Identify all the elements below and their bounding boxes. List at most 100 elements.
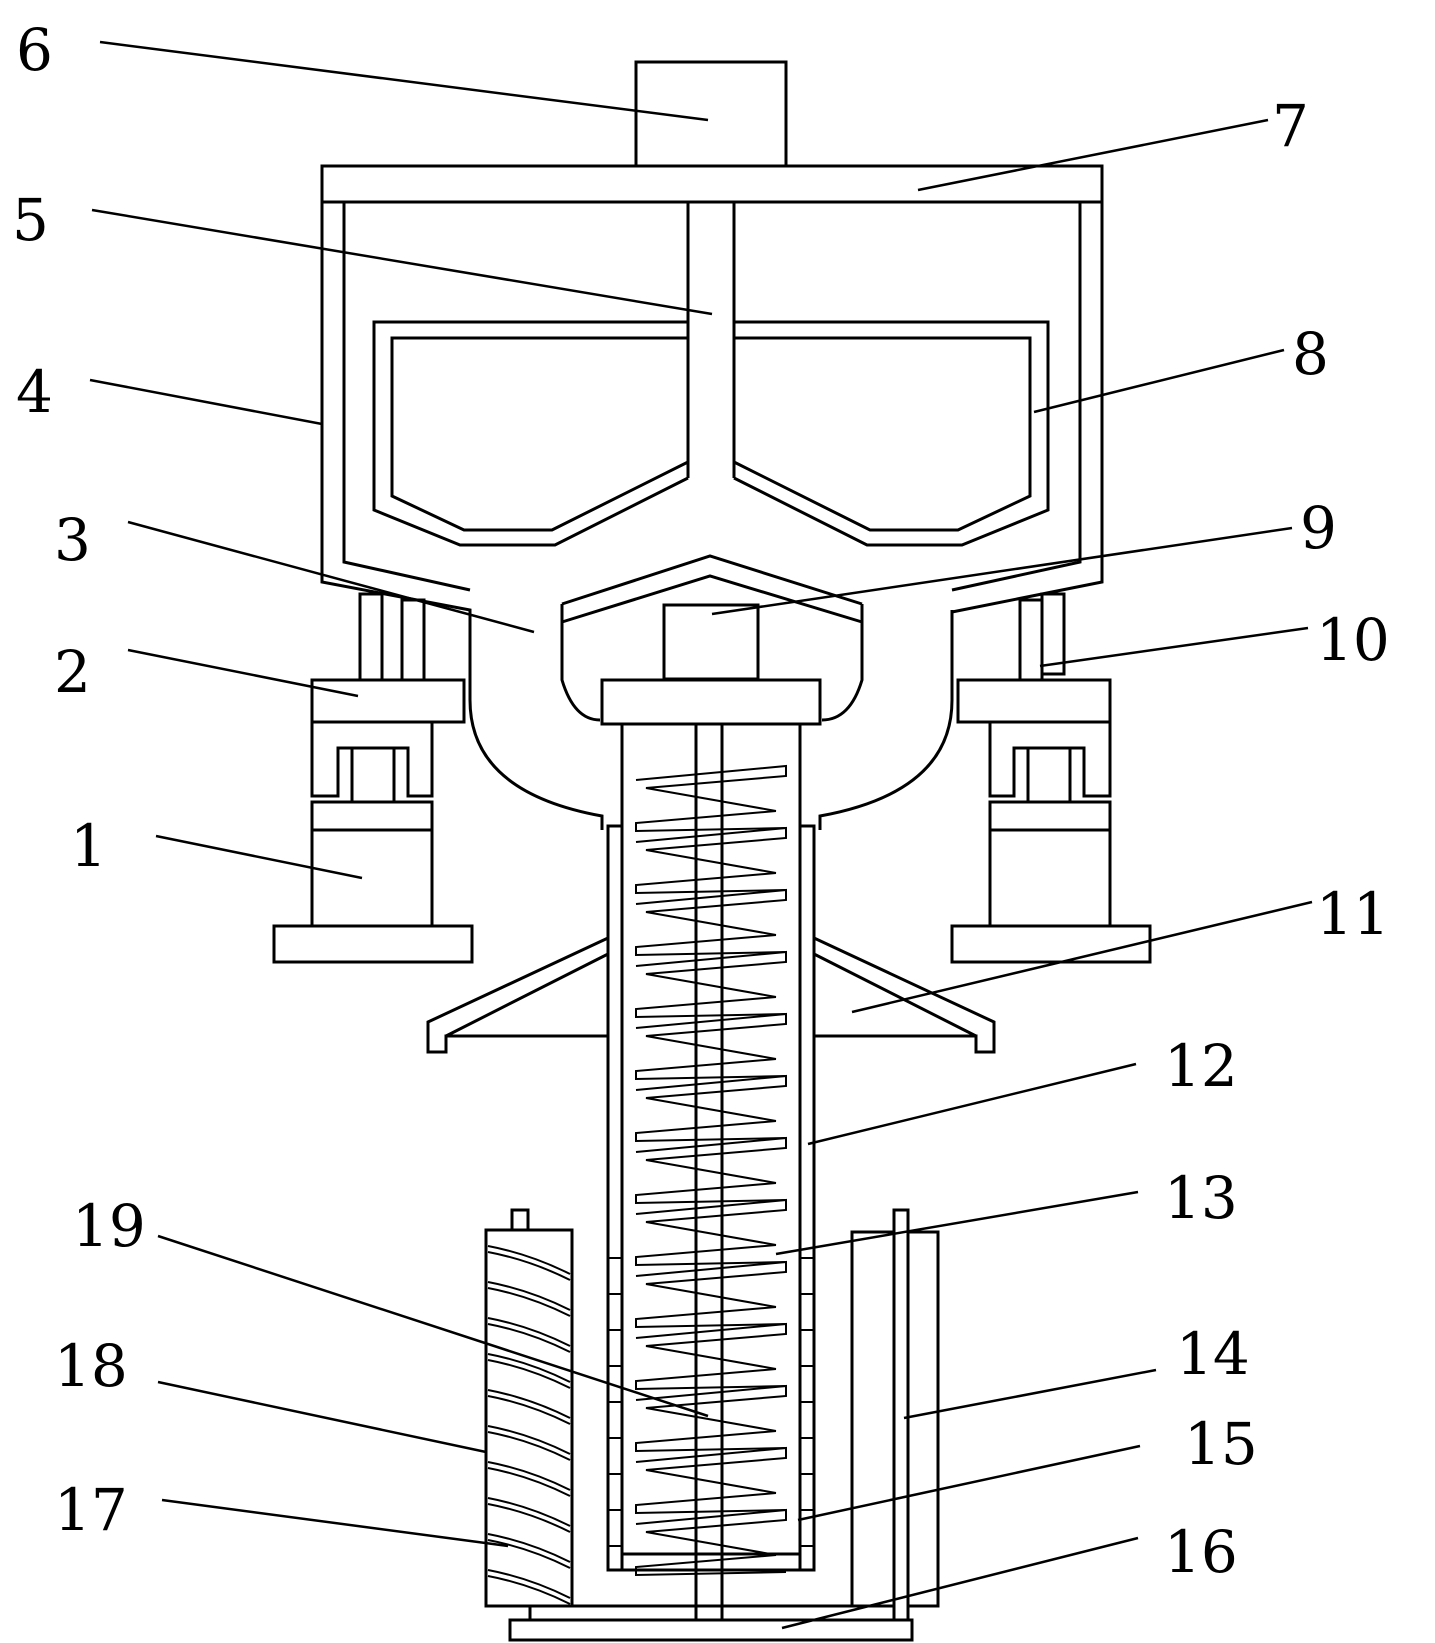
label-2: 2 — [54, 638, 91, 706]
brush-bristle — [487, 1323, 571, 1353]
screw-flight — [635, 1446, 787, 1494]
paddle-left-inner — [390, 336, 689, 532]
tube-wall-right — [798, 824, 816, 1572]
brush-bristle — [487, 1281, 571, 1311]
hopper-outer-wall — [320, 202, 1104, 614]
base-column-left — [310, 800, 434, 928]
brush-bristle — [487, 1245, 571, 1275]
screw-flight — [635, 1136, 787, 1184]
leader-11 — [851, 900, 1313, 1014]
screw-flight — [635, 764, 787, 812]
leader-15 — [797, 1444, 1141, 1522]
clamp-right-block — [1026, 746, 1072, 804]
brush-bristle — [487, 1287, 571, 1317]
label-17: 17 — [54, 1476, 128, 1544]
screw-flight — [635, 934, 787, 957]
support-plate-right — [956, 678, 1112, 724]
leader-4 — [89, 378, 323, 426]
screw-flight — [635, 1322, 787, 1370]
leader-9 — [711, 526, 1293, 616]
label-19: 19 — [72, 1192, 146, 1260]
brush-bristle — [487, 1359, 571, 1389]
brush-bristle — [487, 1461, 571, 1491]
brush-roller-axle — [510, 1208, 530, 1232]
top-cover — [320, 164, 1104, 204]
screw-flight — [635, 1554, 787, 1577]
label-14: 14 — [1176, 1320, 1250, 1388]
screw-flight — [635, 1430, 787, 1453]
label-11: 11 — [1316, 880, 1390, 948]
deflector-left-inner — [445, 952, 609, 1038]
label-5: 5 — [12, 186, 49, 254]
leader-3 — [127, 520, 535, 634]
brush-bristle — [487, 1497, 571, 1527]
tube-wall-left — [606, 824, 624, 1572]
label-4: 4 — [16, 358, 53, 426]
leader-13 — [775, 1190, 1139, 1256]
leader-14 — [903, 1368, 1157, 1420]
paddle-left-outer — [372, 320, 689, 547]
brush-bristle — [487, 1425, 571, 1455]
label-13: 13 — [1164, 1164, 1238, 1232]
screw-flight — [635, 872, 787, 895]
screw-flight — [635, 888, 787, 936]
brush-bristle — [487, 1539, 571, 1569]
paddle-right-outer — [733, 320, 1050, 547]
screw-flight — [635, 1058, 787, 1081]
brush-bristle — [487, 1575, 571, 1605]
hopper-inner-wall — [342, 202, 1082, 592]
screw-flight — [635, 950, 787, 998]
label-12: 12 — [1164, 1032, 1238, 1100]
scraper-rod — [892, 1208, 910, 1622]
brush-bristle — [487, 1503, 571, 1533]
label-9: 9 — [1300, 494, 1337, 562]
deflector-right-inner — [813, 952, 977, 1038]
brush-bristle — [487, 1353, 571, 1383]
label-1: 1 — [70, 812, 107, 880]
discharge-pipe-outer — [468, 610, 954, 830]
screw-flight — [635, 1508, 787, 1556]
leader-17 — [161, 1498, 509, 1548]
label-18: 18 — [54, 1332, 128, 1400]
label-8: 8 — [1292, 320, 1329, 388]
leader-5 — [91, 208, 713, 316]
support-leg-right-a — [1018, 598, 1044, 682]
deflector-left — [426, 936, 609, 1054]
screw-flight — [635, 996, 787, 1019]
brush-bristle — [487, 1389, 571, 1419]
leader-10 — [1039, 626, 1309, 668]
leader-lines — [89, 40, 1313, 1630]
screw-flight — [635, 1012, 787, 1060]
leader-7 — [917, 118, 1269, 192]
screw-flight — [635, 1074, 787, 1122]
label-6: 6 — [16, 16, 53, 84]
guide-cone-inner — [561, 574, 863, 624]
leader-12 — [807, 1062, 1137, 1146]
screw-flight — [635, 1120, 787, 1143]
leader-6 — [99, 40, 709, 122]
support-leg-left-a — [358, 592, 384, 682]
screw-flight — [635, 1368, 787, 1391]
label-15: 15 — [1184, 1410, 1258, 1478]
base-foot-right — [950, 924, 1152, 964]
label-10: 10 — [1316, 606, 1390, 674]
support-leg-left-b — [400, 598, 426, 682]
brush-bristle — [487, 1431, 571, 1461]
brush-bristle — [487, 1467, 571, 1497]
screw-flight — [635, 1198, 787, 1246]
screw-flight — [635, 1182, 787, 1205]
screw-flight — [635, 826, 787, 874]
leader-1 — [155, 834, 363, 880]
label-16: 16 — [1164, 1518, 1238, 1586]
discharge-pipe-inner — [560, 604, 864, 722]
brush-bristle — [487, 1317, 571, 1347]
support-plate-center — [600, 678, 822, 726]
support-plate-left — [310, 678, 466, 724]
screw-flight — [635, 1306, 787, 1329]
inner-motor — [662, 603, 760, 681]
screw-flight — [635, 810, 787, 833]
leader-8 — [1033, 348, 1285, 414]
deflector-right — [813, 936, 996, 1054]
leader-16 — [781, 1536, 1139, 1630]
paddle-right-inner — [733, 336, 1032, 532]
